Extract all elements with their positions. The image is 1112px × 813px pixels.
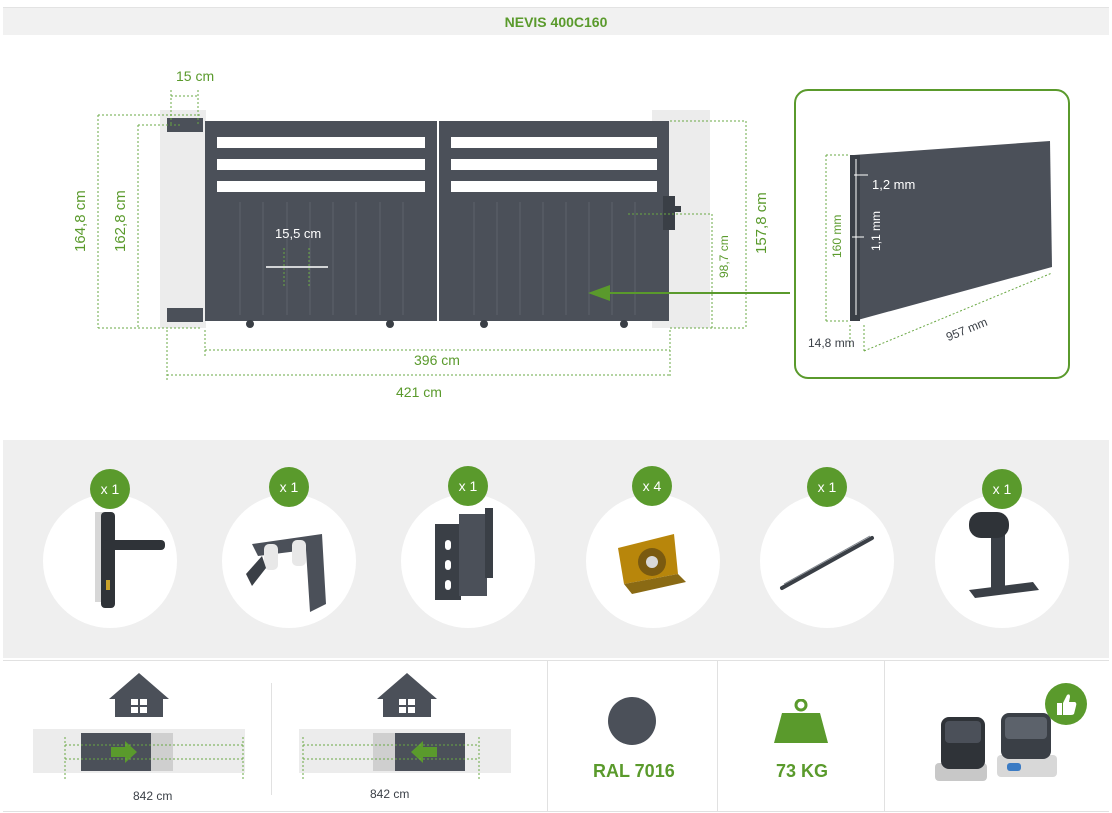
divider bbox=[717, 661, 718, 811]
dim-total-height: 164,8 cm bbox=[72, 190, 89, 252]
opening-left-width: 842 cm bbox=[370, 787, 410, 801]
accessory-handle bbox=[43, 494, 177, 628]
accessory-stop-post-qty: x 1 bbox=[982, 469, 1022, 509]
dim-total-width: 421 cm bbox=[396, 384, 442, 400]
accessory-rail-qty: x 1 bbox=[807, 467, 847, 507]
info-row: 842 cm 842 cm RAL 7016 73 bbox=[3, 660, 1109, 812]
dim-profile-outer: 1,2 mm bbox=[872, 177, 916, 192]
handle-icon bbox=[95, 512, 165, 608]
opening-left-diagram bbox=[299, 673, 511, 781]
dim-handle-height: 98,7 cm bbox=[717, 235, 731, 278]
house-icon bbox=[109, 673, 169, 717]
opening-right-width: 842 cm bbox=[133, 789, 173, 803]
accessory-wheel-qty: x 4 bbox=[632, 466, 672, 506]
weight-label: 73 KG bbox=[776, 761, 829, 781]
upper-guide-icon bbox=[246, 534, 326, 612]
divider bbox=[271, 683, 272, 795]
accessory-bracket-qty: x 1 bbox=[448, 466, 488, 506]
divider bbox=[884, 661, 885, 811]
arrow-left-icon bbox=[411, 741, 437, 763]
stop-post-icon bbox=[969, 512, 1039, 598]
accessory-rail bbox=[760, 494, 894, 628]
dim-leaf-height: 162,8 cm bbox=[112, 190, 129, 252]
accessory-upper-guide-qty: x 1 bbox=[269, 467, 309, 507]
dim-profile-height: 160 mm bbox=[830, 214, 844, 258]
thumbs-up-icon bbox=[1045, 683, 1087, 725]
left-pillar bbox=[160, 110, 206, 328]
gate-diagram bbox=[97, 90, 790, 380]
accessories-section: x 1 x 1 x 1 bbox=[3, 440, 1109, 658]
accessory-upper-guide bbox=[222, 494, 356, 628]
rail-icon bbox=[780, 535, 874, 590]
bottom-hinge bbox=[167, 308, 203, 322]
color-label: RAL 7016 bbox=[593, 761, 675, 781]
dim-profile-depth: 14,8 mm bbox=[808, 336, 855, 350]
gate-leaves bbox=[205, 121, 681, 328]
bracket-icon bbox=[435, 508, 493, 600]
accessory-wheel bbox=[586, 494, 720, 628]
top-hinge bbox=[167, 118, 203, 132]
arrow-right-icon bbox=[111, 741, 137, 763]
dim-right-height: 157,8 cm bbox=[753, 192, 770, 254]
weight-icon bbox=[774, 699, 828, 743]
accessory-handle-qty: x 1 bbox=[90, 469, 130, 509]
accessory-receiving-bracket bbox=[401, 494, 535, 628]
dim-post-width: 15 cm bbox=[176, 68, 215, 84]
dim-gate-width: 396 cm bbox=[414, 352, 460, 368]
profile-detail-box: 1,2 mm 160 mm 1,1 mm 957 mm 14,8 mm bbox=[794, 89, 1070, 379]
product-title: NEVIS 400C160 bbox=[504, 13, 608, 30]
divider bbox=[547, 661, 548, 811]
title-bar: NEVIS 400C160 bbox=[3, 7, 1109, 35]
profile-drawing bbox=[825, 141, 1053, 352]
house-icon bbox=[377, 673, 437, 717]
opening-right-diagram bbox=[33, 673, 245, 781]
wheel-icon bbox=[618, 534, 686, 594]
accessory-stop-post bbox=[935, 494, 1069, 628]
color-swatch bbox=[608, 697, 656, 745]
dim-slat-width: 15,5 cm bbox=[275, 226, 322, 241]
dim-profile-inner: 1,1 mm bbox=[869, 210, 883, 251]
motor-icon bbox=[935, 713, 1057, 781]
